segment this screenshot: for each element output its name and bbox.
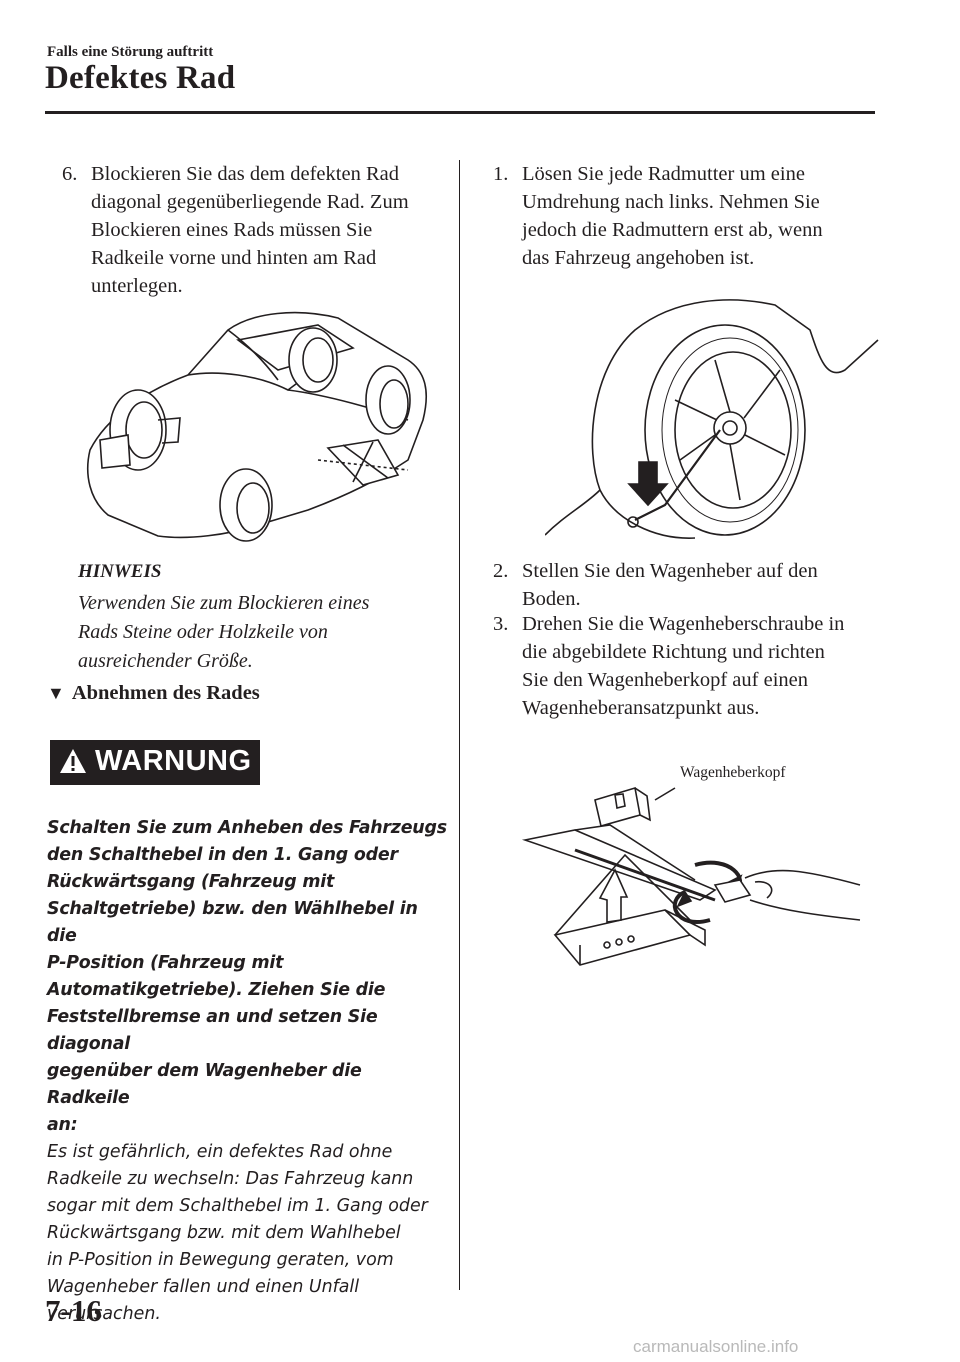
note-heading: HINWEIS <box>78 561 162 582</box>
step-line: die abgebildete Richtung und richten <box>522 641 825 663</box>
step-line: Umdrehung nach links. Nehmen Sie <box>522 191 820 213</box>
warning-body-line: Rückwärtsgang bzw. mit dem Wahlhebel <box>47 1223 401 1243</box>
page-number: 7-16 <box>45 1293 102 1328</box>
page-title: Defektes Rad <box>45 60 236 96</box>
warning-bold-line: Schalten Sie zum Anheben des Fahrzeugs <box>47 818 447 838</box>
step-text: Drehen Sie die Wagenheberschraube in die… <box>493 610 883 722</box>
step-3: 3. Drehen Sie die Wagenheberschraube in … <box>493 610 883 722</box>
step-line: Stellen Sie den Wagenheber auf den <box>522 560 818 582</box>
step-text: Lösen Sie jede Radmutter um eine Umdrehu… <box>493 160 883 272</box>
warning-bold-line: an: <box>47 1115 78 1135</box>
note-line: Rads Steine oder Holzkeile von <box>78 621 328 643</box>
step-line: Sie den Wagenheberkopf auf einen <box>522 669 808 691</box>
step-line: Blockieren Sie das dem defekten Rad <box>91 163 399 185</box>
warning-bold-line: den Schalthebel in den 1. Gang oder <box>47 845 398 865</box>
step-number: 1. <box>493 163 509 185</box>
watermark: carmanualsonline.info <box>633 1337 799 1356</box>
warning-bold-line: Schaltgetriebe) bzw. den Wählhebel in di… <box>47 899 418 946</box>
step-text: Stellen Sie den Wagenheber auf den Boden… <box>493 557 883 613</box>
warning-body-line: verursachen. <box>47 1304 161 1324</box>
step-line: Wagenheberansatzpunkt aus. <box>522 697 760 719</box>
step-line: jedoch die Radmuttern erst ab, wenn <box>522 219 823 241</box>
column-divider <box>459 160 460 1290</box>
warning-body-line: sogar mit dem Schalthebel im 1. Gang ode… <box>47 1196 428 1216</box>
warning-body-line: Es ist gefährlich, ein defektes Rad ohne <box>47 1142 393 1162</box>
warning-bold-line: Automatikgetriebe). Ziehen Sie die <box>47 980 386 1000</box>
car-wheel-chock-illustration <box>86 311 428 542</box>
warning-text: Schalten Sie zum Anheben des Fahrzeugs d… <box>47 815 447 1328</box>
note-line: ausreichender Größe. <box>78 650 253 672</box>
step-line: Blockieren eines Rads müssen Sie <box>91 219 373 241</box>
step-6: 6. Blockieren Sie das dem defekten Rad d… <box>62 160 452 300</box>
step-number: 2. <box>493 560 509 582</box>
step-1: 1. Lösen Sie jede Radmutter um eine Umdr… <box>493 160 883 272</box>
warning-triangle-icon <box>60 749 86 773</box>
jack-illustration <box>521 786 861 966</box>
note-text: Verwenden Sie zum Blockieren eines Rads … <box>78 589 448 676</box>
warning-body-line: Wagenheber fallen und einen Unfall <box>47 1277 360 1297</box>
subheading: ▼ Abnehmen des Rades <box>47 682 260 705</box>
step-line: diagonal gegenüberliegende Rad. Zum <box>91 191 409 213</box>
warning-body-line: Radkeile zu wechseln: Das Fahrzeug kann <box>47 1169 414 1189</box>
warning-bold-line: Rückwärtsgang (Fahrzeug mit <box>47 872 335 892</box>
step-line: das Fahrzeug angehoben ist. <box>522 247 755 269</box>
warning-bold-line: gegenüber dem Wagenheber die Radkeile <box>47 1061 362 1108</box>
step-line: unterlegen. <box>91 275 183 297</box>
step-number: 6. <box>62 163 78 185</box>
header-rule <box>45 111 875 114</box>
step-2: 2. Stellen Sie den Wagenheber auf den Bo… <box>493 557 883 613</box>
warning-bold-line: Feststellbremse an und setzen Sie diagon… <box>47 1007 378 1054</box>
step-line: Radkeile vorne und hinten am Rad <box>91 247 377 269</box>
warning-badge: WARNUNG <box>50 740 260 785</box>
step-number: 3. <box>493 613 509 635</box>
step-text: Blockieren Sie das dem defekten Rad diag… <box>62 160 452 300</box>
step-line: Lösen Sie jede Radmutter um eine <box>522 163 805 185</box>
wheel-nut-illustration <box>545 299 879 539</box>
step-line: Drehen Sie die Wagenheberschraube in <box>522 613 845 635</box>
triangle-marker-icon: ▼ <box>47 683 65 703</box>
warning-label: WARNUNG <box>95 745 252 777</box>
subheading-text: Abnehmen des Rades <box>71 682 260 704</box>
jack-callout-label: Wagenheberkopf <box>680 764 786 781</box>
note-line: Verwenden Sie zum Blockieren eines <box>78 592 370 614</box>
warning-body-line: in P-Position in Bewegung geraten, vom <box>47 1250 394 1270</box>
warning-bold-line: P-Position (Fahrzeug mit <box>47 953 284 973</box>
section-label: Falls eine Störung auftritt <box>47 44 214 60</box>
step-line: Boden. <box>522 588 581 610</box>
